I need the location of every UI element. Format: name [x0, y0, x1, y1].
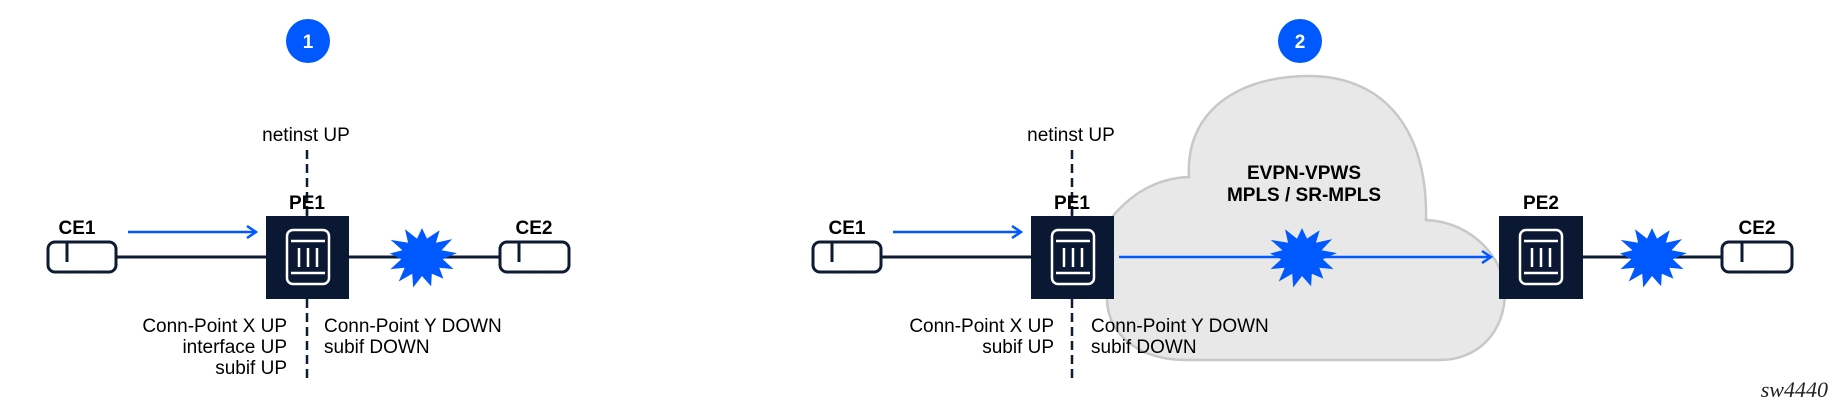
pe1-node: PE1	[266, 193, 349, 299]
link-failure-starburst-icon	[389, 228, 457, 288]
ce2-node: CE2	[1720, 218, 1794, 274]
starburst-shape	[1269, 228, 1337, 288]
link-failure-starburst-icon	[1619, 228, 1687, 288]
step-number: 1	[303, 32, 314, 53]
starburst-shape	[389, 228, 457, 288]
left-status-list: Conn-Point X UP interface UP subif UP	[142, 316, 287, 379]
status-line: subif UP	[982, 337, 1054, 358]
scenario-2: EVPN-VPWS MPLS / SR-MPLS 2 netinst UP CE…	[811, 19, 1794, 380]
scenario-1: 1 netinst UP CE1 PE1	[46, 19, 571, 380]
ce2-node: CE2	[498, 218, 571, 274]
customer-edge-device-icon	[811, 240, 883, 274]
cloud-shape	[1105, 74, 1507, 362]
link-failure-starburst-icon	[1269, 228, 1337, 288]
ce2-label: CE2	[1739, 218, 1776, 239]
status-line: Conn-Point Y DOWN	[1091, 316, 1269, 337]
status-line: subif DOWN	[1091, 337, 1197, 358]
left-status-list: Conn-Point X UP subif UP	[909, 316, 1054, 358]
step-circle	[1278, 19, 1322, 63]
netinst-label: netinst UP	[1027, 125, 1115, 146]
ce1-label: CE1	[829, 218, 866, 239]
step-circle	[286, 19, 330, 63]
right-status-list: Conn-Point Y DOWN subif DOWN	[1091, 316, 1269, 358]
status-line: Conn-Point Y DOWN	[324, 316, 502, 337]
netinst-label: netinst UP	[262, 125, 350, 146]
figure-id: sw4440	[1761, 377, 1828, 402]
right-status-list: Conn-Point Y DOWN subif DOWN	[324, 316, 502, 358]
ce1-node: CE1	[46, 218, 118, 274]
router-node-icon	[1031, 216, 1114, 299]
pe2-label: PE2	[1523, 193, 1559, 214]
status-line: subif DOWN	[324, 337, 430, 358]
pe1-label: PE1	[289, 193, 325, 214]
status-line: Conn-Point X UP	[909, 316, 1054, 337]
customer-edge-device-icon	[46, 240, 118, 274]
cloud-label-line2: MPLS / SR-MPLS	[1227, 185, 1381, 206]
router-node-icon	[1499, 216, 1583, 299]
ce1-label: CE1	[59, 218, 96, 239]
cloud-label-line1: EVPN-VPWS	[1247, 163, 1361, 184]
step-badge-2: 2	[1278, 19, 1322, 63]
evpn-vpws-cloud: EVPN-VPWS MPLS / SR-MPLS	[1105, 74, 1507, 362]
status-line: interface UP	[182, 337, 287, 358]
status-line: Conn-Point X UP	[142, 316, 287, 337]
customer-edge-device-icon	[1720, 240, 1794, 274]
step-number: 2	[1295, 32, 1306, 53]
pe1-label: PE1	[1054, 193, 1090, 214]
router-node-icon	[266, 216, 349, 299]
status-line: subif UP	[215, 358, 287, 379]
pe1-node: PE1	[1031, 193, 1114, 299]
customer-edge-device-icon	[498, 240, 571, 274]
step-badge-1: 1	[286, 19, 330, 63]
ce1-node: CE1	[811, 218, 883, 274]
starburst-shape	[1619, 228, 1687, 288]
ce2-label: CE2	[516, 218, 553, 239]
pe2-node: PE2	[1499, 193, 1583, 299]
